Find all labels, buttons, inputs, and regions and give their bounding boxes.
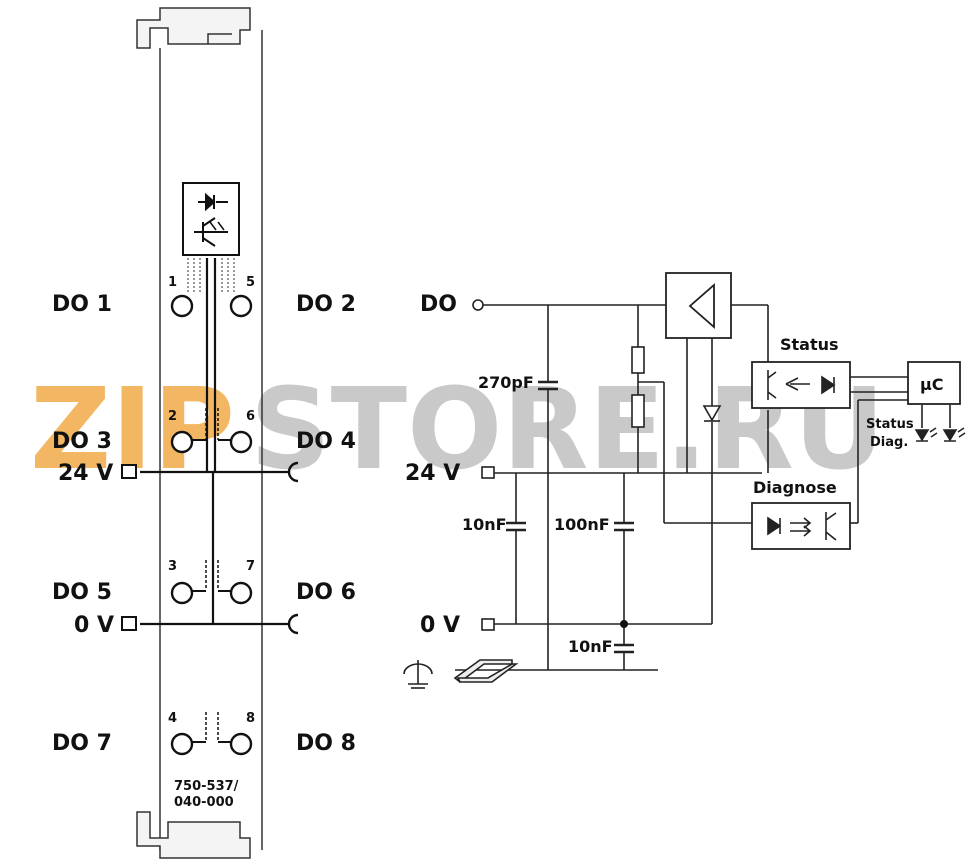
junction-dot (620, 620, 628, 628)
ground-icon (403, 660, 433, 689)
pin-number: 5 (246, 275, 255, 290)
pin-number: 2 (168, 409, 177, 424)
status-optocoupler (751, 361, 851, 409)
label-do7: DO 7 (52, 731, 112, 756)
terminal-5 (229, 294, 253, 318)
label-do8: DO 8 (296, 731, 356, 756)
din-rail-icon (453, 659, 519, 684)
pin-number: 3 (168, 559, 177, 574)
label-do5: DO 5 (52, 580, 112, 605)
diagnose-optocoupler (751, 502, 851, 550)
amplifier-block (665, 272, 732, 339)
label-0v: 0 V (74, 613, 114, 638)
capacitors (506, 380, 634, 654)
optocoupler-icon (182, 182, 240, 256)
label-do: DO (420, 292, 457, 317)
label-24v: 24 V (58, 461, 113, 486)
terminal-1 (170, 294, 194, 318)
schematic-wires (455, 304, 951, 671)
label-270pf: 270pF (478, 373, 534, 392)
pin-number: 4 (168, 711, 177, 726)
schematic-labels: DO 24 V 0 V 270pF 10nF 100nF 10nF Status… (405, 292, 944, 656)
label-0v-schematic: 0 V (420, 613, 460, 638)
diode-icon (702, 405, 722, 422)
internal-bus (140, 258, 288, 626)
terminal-2 (170, 430, 194, 454)
schematic-terminals (472, 299, 495, 631)
switch-dots (205, 408, 219, 742)
pin-number: 1 (168, 275, 177, 290)
label-24v-schematic: 24 V (405, 461, 460, 486)
label-diagnose: Diagnose (753, 478, 837, 497)
resistors (631, 346, 645, 428)
internal-traces (187, 258, 235, 292)
label-do2: DO 2 (296, 292, 356, 317)
label-status: Status (780, 335, 839, 354)
pin-numbers: 1 2 3 4 5 6 7 8 (168, 275, 255, 726)
microcontroller-block (907, 361, 961, 405)
part-number-line2: 040-000 (174, 795, 234, 810)
label-10nf-bottom: 10nF (568, 637, 613, 656)
label-uc: µC (920, 375, 944, 394)
label-100nf: 100nF (554, 515, 610, 534)
terminal-leads (192, 439, 231, 743)
label-led-status: Status (866, 417, 914, 432)
terminal-4 (170, 732, 194, 756)
terminal-7 (229, 581, 253, 605)
label-do3: DO 3 (52, 429, 112, 454)
terminals (170, 294, 253, 756)
pin-number: 8 (246, 711, 255, 726)
label-do1: DO 1 (52, 292, 112, 317)
terminal-3 (170, 581, 194, 605)
led-icons (914, 427, 966, 442)
terminal-6 (229, 430, 253, 454)
pin-number: 7 (246, 559, 255, 574)
part-number-line1: 750-537/ (174, 779, 239, 794)
rail-ends (121, 461, 299, 635)
label-do6: DO 6 (296, 580, 356, 605)
label-led-diag: Diag. (870, 435, 908, 450)
label-do4: DO 4 (296, 429, 356, 454)
label-10nf-left: 10nF (462, 515, 507, 534)
terminal-8 (229, 732, 253, 756)
pin-number: 6 (246, 409, 255, 424)
module-labels: DO 1 DO 3 24 V DO 5 0 V DO 7 DO 2 DO 4 D… (52, 292, 356, 810)
module-housing (136, 7, 263, 859)
